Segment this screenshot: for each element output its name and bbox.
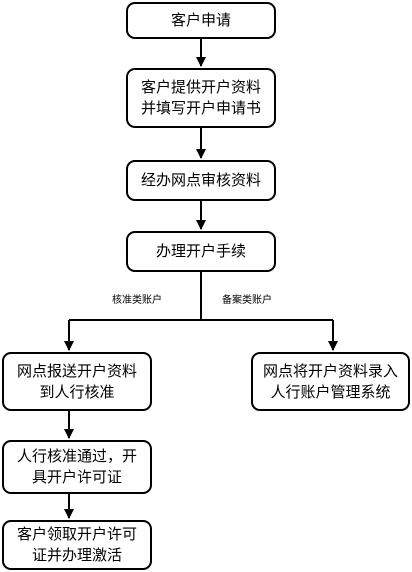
node-branch-review-label: 经办网点审核资料: [140, 171, 261, 189]
node-branch-review: 经办网点审核资料: [126, 160, 276, 201]
node-record-in-system: 网点将开户资料录入 人行账户管理系统: [251, 352, 410, 411]
node-record-in-system-label: 网点将开户资料录入 人行账户管理系统: [262, 361, 398, 401]
branch-label-approval: 核准类账户: [112, 295, 162, 306]
node-customer-apply-label: 客户申请: [170, 11, 231, 29]
node-submit-documents-label: 客户提供开户资料 并填写开户申请书: [140, 78, 261, 117]
node-pboc-approve-label: 人行核准通过，开 具开户许可证: [16, 447, 137, 486]
node-report-to-pboc: 网点报送开户资料 到人行核准: [2, 352, 152, 411]
node-customer-apply: 客户申请: [126, 2, 276, 39]
node-collect-permit-activate: 客户领取开户许可 证并办理激活: [2, 520, 152, 570]
node-account-process-label: 办理开户手续: [155, 242, 246, 260]
branch-label-filing: 备案类账户: [222, 295, 272, 306]
node-pboc-approve: 人行核准通过，开 具开户许可证: [2, 440, 152, 494]
node-account-process: 办理开户手续: [126, 231, 276, 272]
node-report-to-pboc-label: 网点报送开户资料 到人行核准: [16, 361, 137, 401]
node-collect-permit-activate-label: 客户领取开户许可 证并办理激活: [16, 525, 137, 564]
node-submit-documents: 客户提供开户资料 并填写开户申请书: [126, 68, 276, 128]
